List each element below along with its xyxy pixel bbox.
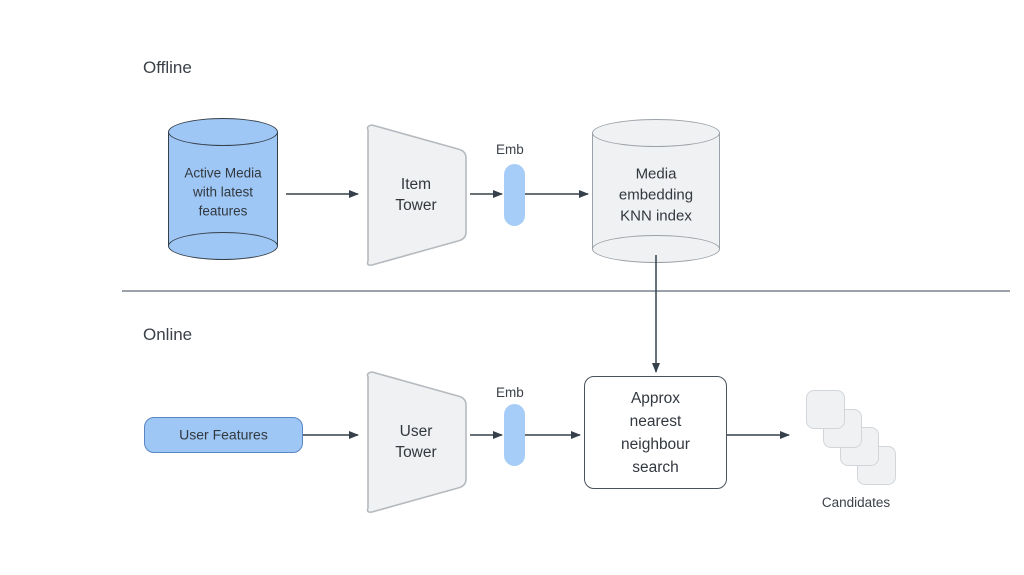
candidate-card-1 (806, 390, 845, 429)
emb-label-online: Emb (496, 385, 524, 400)
cylinder-body (592, 133, 720, 249)
section-label-online: Online (143, 325, 193, 344)
emb-label-offline: Emb (496, 142, 524, 157)
cylinder-bottom-ellipse (168, 232, 278, 260)
user-tower-shape (366, 371, 467, 513)
item-tower-shape (366, 124, 467, 266)
item-embedding-pill[interactable] (504, 164, 525, 226)
section-divider (122, 290, 1010, 292)
user-embedding-pill[interactable] (504, 404, 525, 466)
candidates-stack[interactable] (806, 390, 906, 485)
cylinder-top-ellipse (592, 119, 720, 147)
candidates-caption: Candidates (821, 495, 891, 510)
cylinder-top-ellipse (168, 118, 278, 146)
section-label-offline: Offline (143, 58, 192, 77)
cylinder-body (168, 132, 278, 246)
